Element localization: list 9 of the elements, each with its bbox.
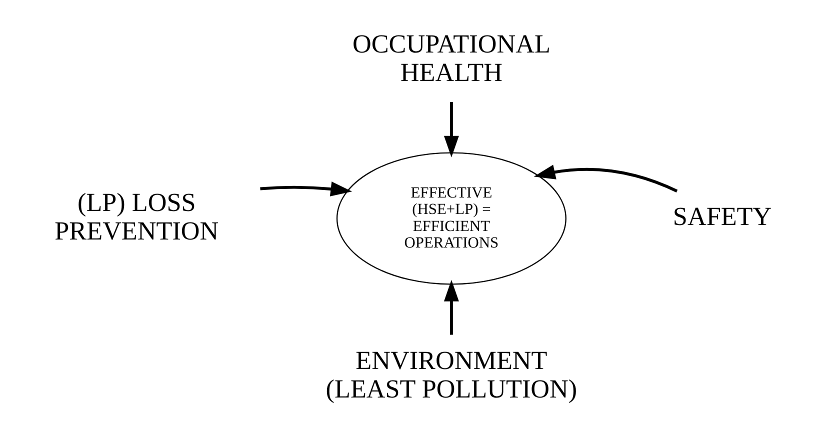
- arrow: [534, 164, 678, 192]
- arrow: [260, 181, 352, 196]
- node-text: (LP) LOSS PREVENTION: [54, 187, 219, 245]
- node-text: SAFETY: [672, 202, 772, 231]
- node-text: ENVIRONMENT (LEAST POLLUTION): [326, 346, 578, 404]
- node-ellipse: EFFECTIVE (HSE+LP) = EFFICIENT OPERATIONS: [336, 152, 566, 284]
- arrow: [444, 102, 459, 157]
- arrow: [444, 279, 459, 334]
- node-text: OCCUPATIONAL HEALTH: [352, 29, 550, 87]
